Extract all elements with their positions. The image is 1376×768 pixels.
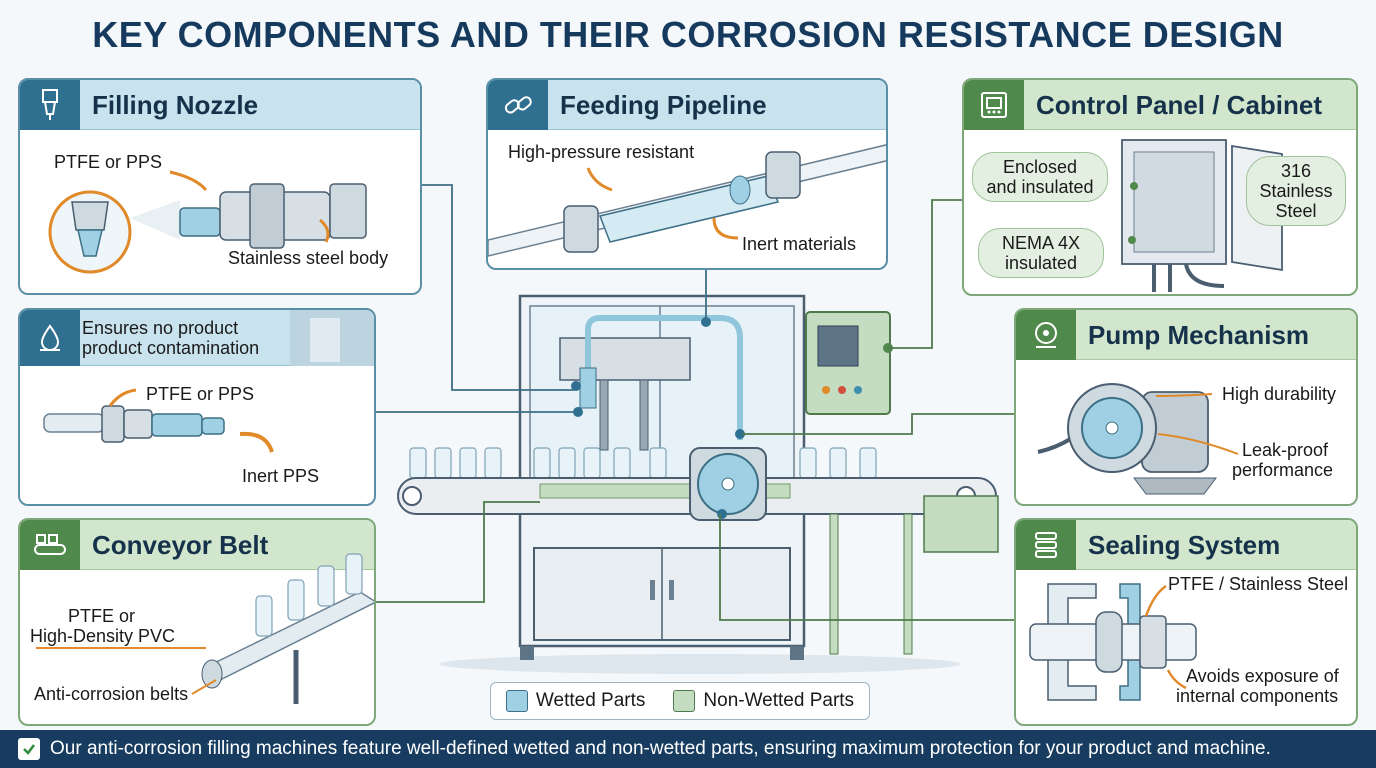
panel-header: Conveyor Belt: [20, 520, 374, 570]
panel-title: Feeding Pipeline: [560, 90, 767, 120]
label-nozzle-body: Stainless steel body: [228, 248, 389, 268]
label-conveyor-material-line1: PTFE or: [68, 606, 136, 626]
legend-item-non-wetted: Non-Wetted Parts: [673, 690, 854, 712]
label-pipeline-inert: Inert materials: [742, 234, 857, 254]
label-contamination-inert: Inert PPS: [242, 466, 320, 486]
label-conveyor-material-line2: High-Density PVC: [30, 626, 176, 646]
nozzle-icon: [20, 80, 80, 130]
panel-contamination: Ensures no product product contamination…: [18, 308, 376, 506]
label-pump-durability: High durability: [1222, 384, 1337, 404]
panel-feeding-pipeline: Feeding Pipeline High-pressure resistant…: [486, 78, 888, 270]
legend: Wetted Parts Non-Wetted Parts: [490, 682, 870, 720]
bubble-enclosed: Enclosed and insulated: [972, 152, 1108, 202]
label-seal-material: PTFE / Stainless Steel: [1168, 574, 1349, 594]
panel-title-line1: Ensures no product: [82, 318, 239, 338]
label-seal-avoid-line2: internal components: [1176, 686, 1339, 706]
panel-title: Sealing System: [1088, 530, 1281, 560]
seal-illustration: [1029, 583, 1197, 701]
label-conveyor-belts: Anti-corrosion belts: [34, 684, 189, 704]
pump-illustration: [1037, 383, 1239, 495]
pipe-link-icon: [488, 80, 548, 130]
label-pump-leak-line2: performance: [1232, 460, 1334, 480]
panel-header: Sealing System: [1016, 520, 1356, 570]
pipeline-illustration: [488, 144, 886, 257]
label-contamination-material: PTFE or PPS: [146, 384, 255, 404]
conveyor-illustration: [36, 553, 374, 704]
pump-icon: [1016, 310, 1076, 360]
conveyor-icon: [20, 520, 80, 570]
panel-header: Pump Mechanism: [1016, 310, 1356, 360]
droplet-icon: [20, 310, 80, 366]
legend-item-wetted: Wetted Parts: [505, 690, 645, 712]
panel-conveyor-belt: Conveyor Belt PTFE or High-Density PVC A…: [18, 518, 376, 726]
panel-title: Pump Mechanism: [1088, 320, 1310, 350]
page-title: KEY COMPONENTS AND THEIR CORROSION RESIS…: [92, 14, 1284, 55]
label-seal-avoid-line1: Avoids exposure of: [1186, 666, 1339, 686]
pipe-fitting-illustration: [43, 310, 374, 453]
footer-banner: Our anti-corrosion filling machines feat…: [0, 730, 1376, 768]
footer-text: Our anti-corrosion filling machines feat…: [50, 738, 1271, 759]
label-pump-leak-line1: Leak-proof: [1242, 440, 1329, 460]
label-nozzle-material: PTFE or PPS: [54, 152, 163, 172]
bubble-stainless-steel: 316 Stainless Steel: [1246, 156, 1346, 226]
panel-header: Control Panel / Cabinet: [964, 80, 1356, 130]
panel-title-line2: product contamination: [82, 338, 260, 358]
panel-sealing-system: Sealing System PTFE / Stainless Steel Av…: [1014, 518, 1358, 726]
check-icon: [18, 738, 40, 760]
panel-title: Filling Nozzle: [92, 90, 259, 120]
panel-title: Conveyor Belt: [92, 530, 269, 560]
legend-swatch-non-wetted: [673, 690, 696, 712]
panel-header: Filling Nozzle: [20, 80, 420, 130]
nozzle-illustration: [48, 170, 367, 274]
panel-title: Control Panel / Cabinet: [1036, 90, 1323, 120]
panel-control-cabinet: Control Panel / Cabinet Enclosed and ins…: [962, 78, 1358, 296]
seal-icon: [1016, 520, 1076, 570]
panel-header: Feeding Pipeline: [488, 80, 886, 130]
panel-pump-mechanism: Pump Mechanism High durability Leak-proo…: [1014, 308, 1358, 506]
panel-filling-nozzle: Filling Nozzle PTFE or PPS Stainless ste…: [18, 78, 422, 295]
label-pipeline-pressure: High-pressure resistant: [508, 142, 695, 162]
bubble-nema: NEMA 4X insulated: [978, 228, 1104, 278]
control-panel-icon: [964, 80, 1024, 130]
legend-swatch-wetted: [505, 690, 528, 712]
